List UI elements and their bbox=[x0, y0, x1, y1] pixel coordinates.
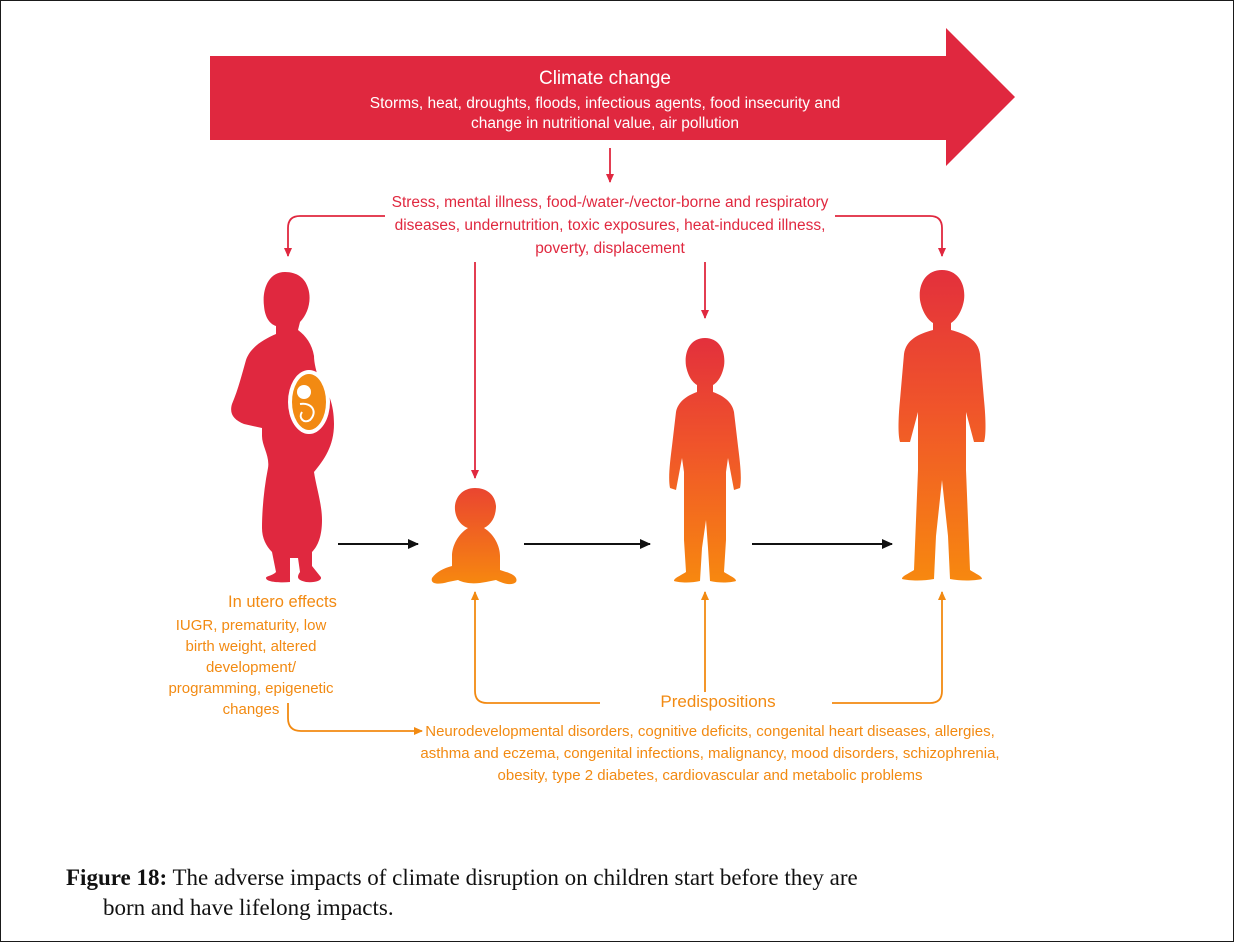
predispositions-text: Neurodevelopmental disorders, cognitive … bbox=[420, 723, 1000, 784]
baby-figure bbox=[431, 488, 517, 585]
predisposition-arrows bbox=[287, 591, 946, 735]
health-exposures-text: Stress, mental illness, food-/water-/vec… bbox=[391, 194, 829, 257]
climate-change-drivers-text: Storms, heat, droughts, floods, infectio… bbox=[369, 95, 841, 132]
climate-change-title: Climate change bbox=[538, 68, 672, 89]
figure-caption: Figure 18: The adverse impacts of climat… bbox=[66, 863, 1186, 923]
predispositions-title: Predispositions bbox=[608, 692, 828, 712]
exposure-arrows bbox=[284, 148, 946, 479]
caption-line-1: The adverse impacts of climate disruptio… bbox=[167, 865, 858, 890]
child-figure bbox=[669, 338, 741, 583]
in-utero-effects-title: In utero effects bbox=[228, 593, 337, 611]
pregnant-woman-figure bbox=[231, 272, 334, 583]
caption-label: Figure 18: bbox=[66, 865, 168, 890]
adult-figure bbox=[898, 270, 986, 581]
climate-change-arrow bbox=[210, 28, 1015, 166]
in-utero-effects-text: IUGR, prematurity, low birth weight, alt… bbox=[168, 617, 334, 718]
caption-line-2: born and have lifelong impacts. bbox=[103, 895, 394, 920]
